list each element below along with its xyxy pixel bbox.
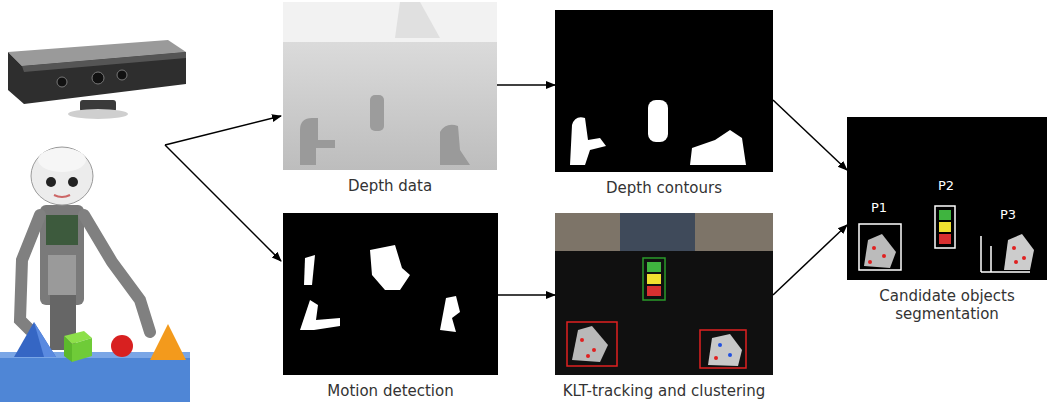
image-panel: Motion detection (283, 213, 498, 400)
object-label: P3 (1000, 207, 1016, 222)
flow-arrow (498, 294, 555, 296)
image-panel: Depth contours (555, 10, 773, 197)
image-panel: KLT-tracking and clustering (555, 213, 773, 400)
motion-image (283, 213, 498, 375)
kinect-sensor (8, 40, 186, 119)
image-panel: Candidate objects segmentation (847, 117, 1047, 323)
object-label: P2 (938, 178, 954, 193)
klt-image (555, 213, 773, 375)
object-label: P1 (871, 200, 887, 215)
contour-image (555, 10, 773, 172)
panel-caption: Candidate objects segmentation (847, 287, 1047, 323)
image-panel: Depth data (283, 2, 497, 195)
panel-caption: Depth data (283, 177, 497, 195)
panel-caption: Motion detection (283, 382, 498, 400)
segmentation-image (847, 117, 1047, 280)
flow-arrow (497, 84, 555, 86)
flow-arrow (773, 100, 847, 170)
panel-caption: Depth contours (555, 179, 773, 197)
depth-image (283, 2, 497, 170)
panel-caption: KLT-tracking and clustering (555, 382, 773, 400)
flow-arrow (773, 225, 847, 295)
robot-figure (0, 147, 190, 402)
